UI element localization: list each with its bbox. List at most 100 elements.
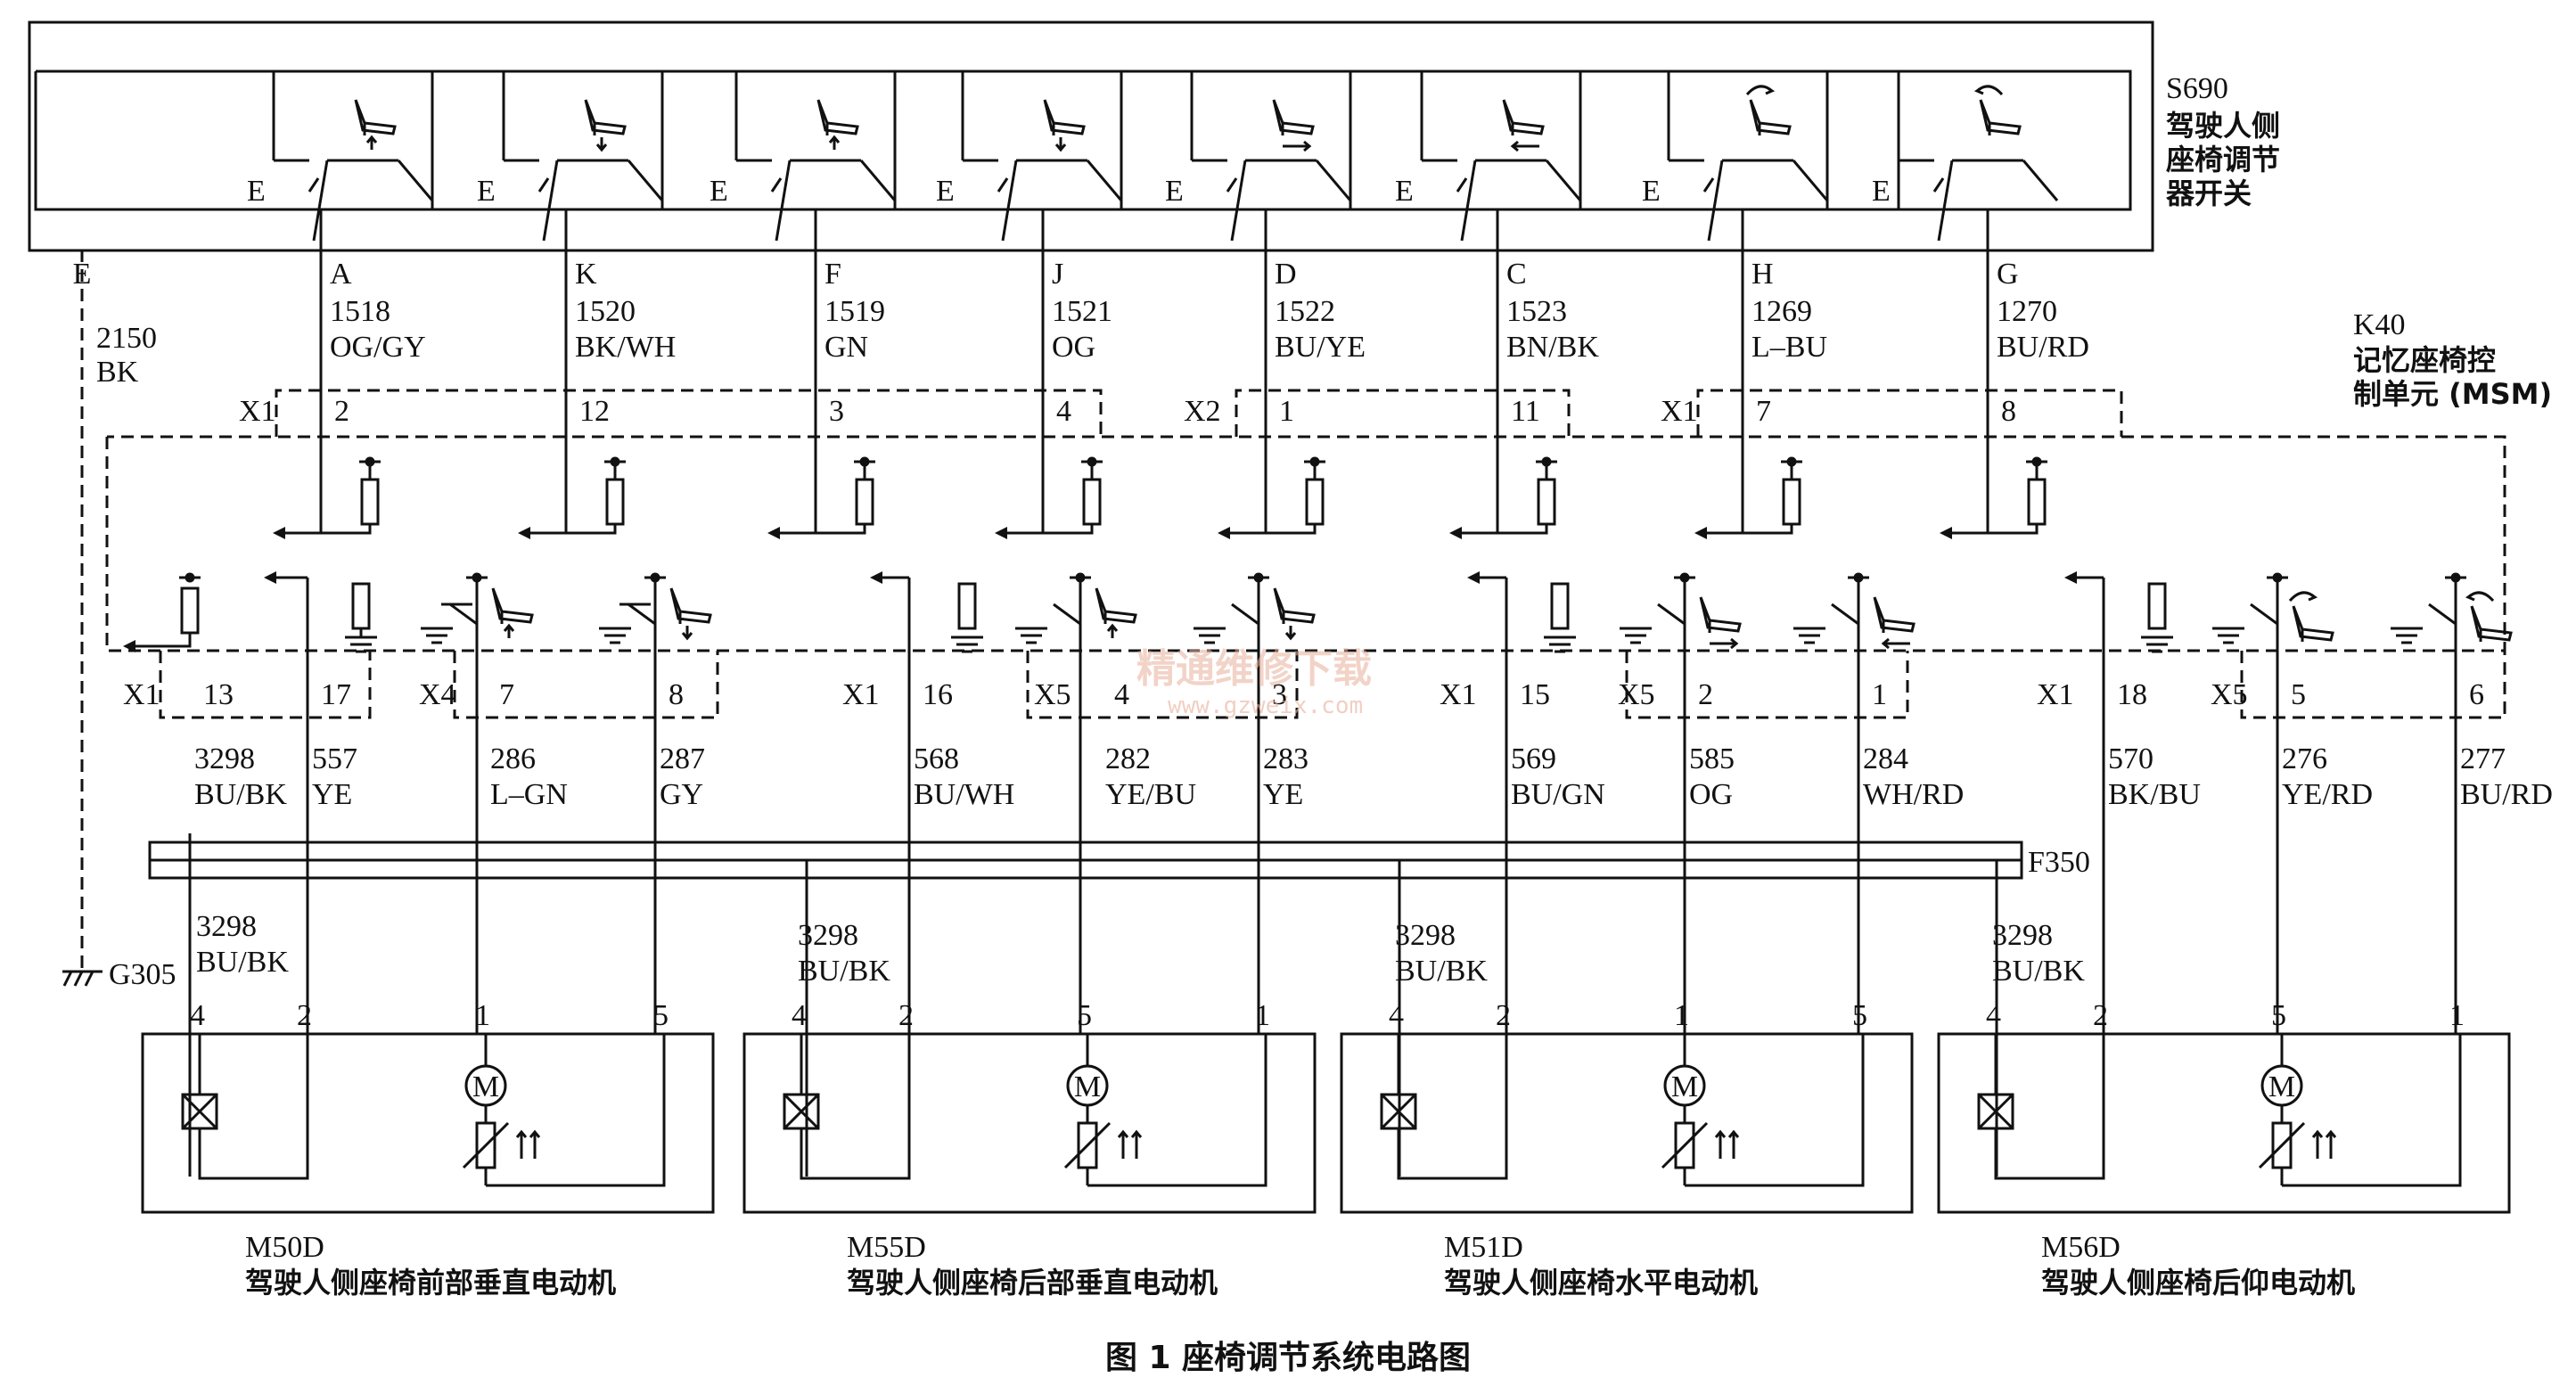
motor-supply-circuit: 3298: [1395, 919, 1456, 952]
resistor-icon: [957, 582, 977, 630]
motor-box: [141, 1032, 715, 1214]
input-conn-pin: 4: [1056, 395, 1071, 428]
seat-icon: [1699, 596, 1742, 650]
input-conn-pin: 7: [1756, 395, 1771, 428]
switch-blade: [1230, 160, 1247, 242]
switch-blade: [542, 160, 559, 242]
output-circuit: 277: [2460, 742, 2506, 775]
switch-unit-name: 器开关: [2165, 176, 2252, 210]
potentiometer-icon: [1661, 1121, 1709, 1169]
input-conn-pin: 12: [579, 395, 610, 428]
switch-contact: [1932, 177, 1945, 193]
motor-pin: 4: [792, 999, 807, 1032]
switch-blade: [1001, 160, 1018, 242]
input-circuit: 1520: [575, 295, 636, 328]
motor-symbol: M: [472, 1070, 499, 1103]
motor-pin: 1: [475, 999, 490, 1032]
motor-ref: M51D: [1444, 1231, 1523, 1264]
input-color: BN/BK: [1506, 331, 1599, 364]
wire: [800, 1034, 911, 1180]
input-circuit: 1270: [1997, 295, 2057, 328]
wire: [321, 524, 372, 535]
switch-contact: [308, 177, 320, 193]
fuse-label: F350: [2028, 846, 2090, 879]
output-pin: 3: [1272, 678, 1287, 711]
motor-supply-color: BU/BK: [1992, 955, 2085, 988]
output-pin: 1: [1872, 678, 1887, 711]
output-pin: 17: [321, 678, 351, 711]
arrow-icon: [1467, 571, 1480, 584]
output-color: BU/WH: [914, 778, 1014, 811]
input-pin: H: [1752, 258, 1774, 291]
output-circuit: 287: [660, 742, 705, 775]
output-color: BU/RD: [2460, 778, 2553, 811]
input-color: OG: [1052, 331, 1095, 364]
input-color: BU/YE: [1275, 331, 1366, 364]
input-conn-pin: 2: [334, 395, 349, 428]
seat-icon: [1272, 99, 1315, 152]
resistor-icon: [1550, 582, 1570, 630]
motor-box: [1340, 1032, 1914, 1214]
switch-unit-name: 驾驶人侧: [2166, 109, 2280, 143]
motor-supply-color: BU/BK: [798, 955, 890, 988]
arrow-icon: [1218, 527, 1230, 539]
input-color: L–BU: [1752, 331, 1827, 364]
switch-contact: [1456, 177, 1468, 193]
resistor-icon: [1782, 478, 1801, 526]
switch-contact: [537, 177, 550, 193]
switch-blade: [1460, 160, 1477, 242]
arrow-icon: [123, 640, 135, 652]
seat-icon: [816, 99, 859, 150]
motor-symbol: M: [1074, 1070, 1101, 1103]
watermark-text: 精通维修下载: [1136, 646, 1372, 692]
motor-pin: 1: [1255, 999, 1270, 1032]
connector-x2-top: [1235, 389, 1571, 437]
output-circuit: 3298: [194, 742, 255, 775]
switch-unit-inner: [34, 70, 2132, 211]
output-conn: X1: [123, 678, 160, 711]
seat-icon: [2465, 591, 2513, 642]
light-arrow-icon: [1117, 1129, 1143, 1159]
output-pin: 7: [499, 678, 514, 711]
output-circuit: 276: [2282, 742, 2327, 775]
switch-frame: [1315, 160, 1352, 201]
light-arrow-icon: [1714, 1129, 1740, 1159]
switch-blade: [1657, 603, 1686, 626]
seat-icon: [1043, 99, 1086, 152]
resistor-icon: [351, 582, 371, 630]
switch-common-label: E: [1395, 175, 1414, 208]
output-color: YE: [1263, 778, 1303, 811]
motor-pin: 2: [898, 999, 914, 1032]
switch-common-label: E: [477, 175, 496, 208]
input-conn: X1: [1661, 395, 1698, 428]
output-conn: X1: [1440, 678, 1477, 711]
switch-frame: [397, 160, 434, 201]
output-color: YE: [312, 778, 352, 811]
resistor-icon: [1305, 478, 1325, 526]
input-conn-pin: 1: [1279, 395, 1294, 428]
output-color: YE/RD: [2282, 778, 2373, 811]
figure-caption: 图 1 座椅调节系统电路图: [1105, 1340, 1471, 1376]
wire: [1988, 524, 2039, 535]
output-pin: 16: [923, 678, 953, 711]
switch-blade: [449, 603, 478, 626]
sensor-icon: [1977, 1093, 2014, 1130]
switch-blade: [1831, 603, 1859, 626]
switch-unit-name: 座椅调节: [2166, 143, 2280, 176]
wire: [134, 633, 192, 648]
arrow-icon: [2064, 571, 2077, 584]
motor-supply-color: BU/BK: [1395, 955, 1488, 988]
input-color: GN: [824, 331, 868, 364]
ground-icon: [84, 971, 94, 987]
resistor-icon: [1537, 478, 1556, 526]
motor-pin: 4: [1986, 999, 2001, 1032]
switch-frame: [859, 160, 897, 201]
input-pin: F: [824, 258, 841, 291]
motor-ref: M50D: [245, 1231, 324, 1264]
connector-x4: [453, 651, 719, 719]
ground-circuit: 2150: [96, 322, 157, 355]
output-circuit: 557: [312, 742, 357, 775]
arrow-icon: [273, 527, 285, 539]
control-unit-outline: [105, 435, 2506, 652]
